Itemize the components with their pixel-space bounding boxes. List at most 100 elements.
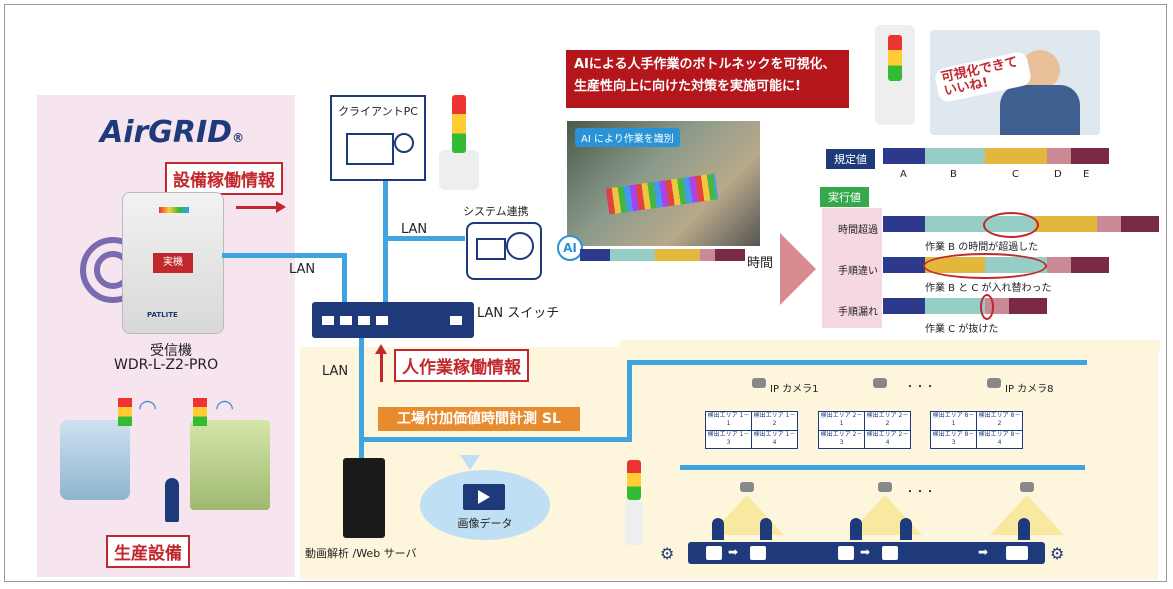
note-missing: 作業 C が抜けた [925,324,999,335]
area-8-4: 検出エリア 8－4 [977,430,1022,448]
logo-text: AirGRID [100,115,233,150]
camera-ellipsis-2: ・・・ [905,487,935,498]
note-swap: 作業 B と C が入れ替わった [925,283,1052,294]
actual-label: 実行値 [820,187,869,207]
camera-icon [752,378,766,388]
camera-icon [1020,482,1034,492]
lan-label: LAN [401,222,428,237]
detect-grid-8: 検出エリア 8－1 検出エリア 8－2 検出エリア 8－3 検出エリア 8－4 [930,411,1023,449]
lan-pipe [359,338,364,458]
video-timeline [580,249,745,261]
lan-label: LAN [322,364,349,379]
server-label: 動画解析 /Web サーバ [305,547,417,560]
machine-left [60,420,130,500]
video-film-icon [463,484,505,510]
lan-pipe [222,253,346,258]
production-label: 生産設備 [106,535,190,568]
lan-pipe [383,178,388,304]
tower-base [439,150,479,190]
area-1-2: 検出エリア 1－2 [752,412,797,430]
bubble-tail [460,455,480,470]
gear-icon: ⚙ [1050,544,1065,563]
image-data-bubble: 画像データ [420,470,550,540]
worker-icon [900,518,912,540]
human-work-label: 人作業稼働情報 [394,349,529,382]
overtime-bar [883,212,1163,238]
seg-label-c: C [1012,169,1019,180]
camera1-label: IP カメラ1 [770,384,819,395]
seg-label-d: D [1054,169,1062,180]
receiver-badge: 実機 [153,253,193,273]
area-8-1: 検出エリア 8－1 [931,412,976,430]
camera-icon [878,482,892,492]
lan-pipe [627,360,1087,365]
lan-pipe [342,253,347,305]
up-arrow [380,352,383,382]
signal-tower-icon [888,35,902,81]
camera-panel-top [620,340,1160,352]
area-2-3: 検出エリア 2－3 [819,430,864,448]
dashboard-icon [476,238,506,260]
laptop-icon [346,133,394,165]
system-link-icon [466,222,542,280]
signal-tower-icon [118,398,132,426]
seg-label-a: A [900,169,907,180]
camera-icon [740,482,754,492]
camera-icon [987,378,1001,388]
receiver-name: 受信機 [150,343,192,359]
image-data-label: 画像データ [457,517,513,530]
seg-label-e: E [1083,169,1090,180]
area-2-2: 検出エリア 2－2 [865,412,910,430]
client-pc-card: クライアントPC [330,95,426,181]
ai-badge: AI [557,235,583,261]
tower-base [625,500,643,545]
receiver-brand: PATLITE [147,311,178,319]
row-label-swap: 手順違い [838,266,878,277]
worker-icon [712,518,724,540]
switch-label: LAN スイッチ [477,306,560,321]
production-line: ➡ ➡ ➡ [688,542,1045,564]
worker-icon [850,518,862,540]
actual-rows-bg [822,208,882,328]
row-label-overtime: 時間超過 [838,225,878,236]
swap-bar [883,253,1136,279]
gear-icon: ⚙ [660,544,675,563]
seg-label-b: B [950,169,957,180]
factory-tag: 工場付加価値時間計測 SL [378,407,580,431]
lan-pipe [359,437,631,442]
receiver-model: WDR-L-Z2-PRO [114,357,219,373]
area-1-1: 検出エリア 1－1 [706,412,751,430]
diagram-frame [4,4,1167,582]
area-2-4: 検出エリア 2－4 [865,430,910,448]
flow-arrow [780,233,816,305]
row-label-missing: 手順漏れ [838,307,878,318]
area-8-3: 検出エリア 8－3 [931,430,976,448]
wifi-icon: ◠ [138,396,158,421]
worker-icon [1018,518,1030,540]
camera8-label: IP カメラ8 [1005,384,1054,395]
user-icon [394,133,414,153]
lan-pipe [383,236,465,241]
missing-bar [883,294,1053,320]
red-arrow [236,206,276,209]
camera-ellipsis: ・・・ [905,382,935,393]
lan-switch [312,302,474,338]
worker-icon [165,478,179,522]
standard-label: 規定値 [826,149,875,169]
logo-mark: ® [232,131,245,145]
red-arrow-head [276,201,286,213]
server-icon [343,458,385,538]
standard-bar [883,148,1136,166]
area-8-2: 検出エリア 8－2 [977,412,1022,430]
camera-panel [300,347,1158,579]
area-2-1: 検出エリア 2－1 [819,412,864,430]
camera-icon [873,378,887,388]
receiver-device: 実機 PATLITE [122,192,224,334]
equipment-info-label: 設備稼働情報 [165,162,283,195]
worker-icon [760,518,772,540]
detect-grid-1: 検出エリア 1－1 検出エリア 1－2 検出エリア 1－3 検出エリア 1－4 [705,411,798,449]
area-1-4: 検出エリア 1－4 [752,430,797,448]
signal-tower-icon [452,95,466,153]
signal-tower-icon [193,398,207,426]
signal-tower-icon [627,460,641,500]
